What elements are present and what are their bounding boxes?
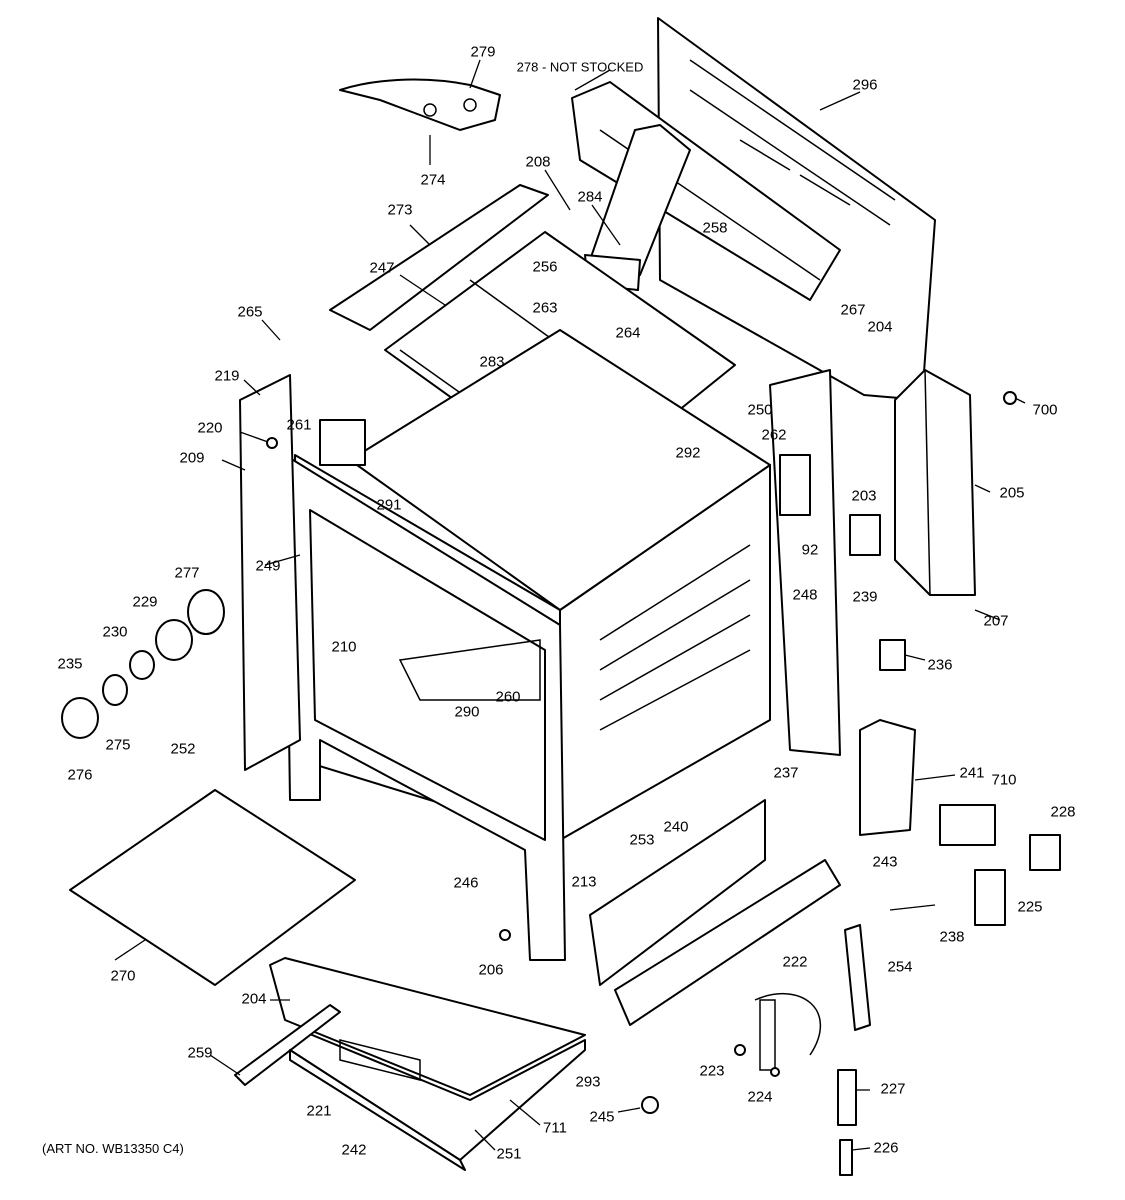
label-224: 224 [747,1088,773,1106]
label-278: 278 - NOT STOCKED [516,59,644,75]
label-209: 209 [179,449,205,467]
label-261: 261 [286,416,312,434]
label-235: 235 [57,655,83,673]
storage-drawer [269,957,586,1161]
label-249: 249 [255,557,281,575]
label-245: 245 [589,1108,615,1126]
label-262: 262 [761,426,787,444]
label-291: 291 [376,496,402,514]
bake-element [398,639,541,701]
label-276: 276 [67,766,93,784]
front-support-bracket [614,859,841,1026]
label-221: 221 [306,1102,332,1120]
label-246: 246 [453,874,479,892]
control-housing [589,799,766,986]
kick-panel [289,1049,466,1171]
rear-wrapper-panel [894,369,976,596]
door-hinge [844,924,871,1031]
label-213: 213 [571,873,597,891]
label-251: 251 [496,1145,522,1163]
label-226: 226 [873,1139,899,1157]
label-240: 240 [663,818,689,836]
label-207: 207 [983,612,1009,630]
label-204-bottom: 204 [241,990,267,1008]
label-258: 258 [702,219,728,237]
label-223: 223 [699,1062,725,1080]
label-256: 256 [532,258,558,276]
label-241: 241 [959,764,985,782]
label-283: 283 [479,353,505,371]
label-92: 92 [801,541,819,559]
label-239: 239 [852,588,878,606]
label-274: 274 [420,171,446,189]
oven-bottom-panel [69,789,356,986]
side-panel-left [239,374,301,771]
drawer-rail [234,1004,341,1086]
label-284: 284 [577,188,603,206]
label-204-top: 204 [867,318,893,336]
label-203: 203 [851,487,877,505]
label-279: 279 [470,43,496,61]
label-208: 208 [525,153,551,171]
label-293: 293 [575,1073,601,1091]
label-700: 700 [1032,401,1058,419]
label-238: 238 [939,928,965,946]
label-229: 229 [132,593,158,611]
label-263: 263 [532,299,558,317]
label-260: 260 [495,688,521,706]
top-frame [329,184,549,331]
label-248: 248 [792,586,818,604]
label-252: 252 [170,740,196,758]
label-210: 210 [331,638,357,656]
front-frame [284,454,566,961]
label-267: 267 [840,301,866,319]
label-292: 292 [675,444,701,462]
label-711: 711 [543,1119,567,1137]
label-259: 259 [187,1044,213,1062]
label-265: 265 [237,303,263,321]
side-support [859,719,916,836]
label-205: 205 [999,484,1025,502]
label-243: 243 [872,853,898,871]
hinge-receptacle [754,992,822,1071]
hinge-spring [837,1069,857,1126]
label-247: 247 [369,259,395,277]
label-206: 206 [478,961,504,979]
label-277: 277 [174,564,200,582]
label-264: 264 [615,324,641,342]
back-panel [657,17,936,401]
oven-light-assembly [61,589,225,739]
label-228: 228 [1050,803,1076,821]
small-hardware [266,391,1061,1114]
label-273: 273 [387,201,413,219]
label-236: 236 [927,656,953,674]
label-222: 222 [782,953,808,971]
leader-lines [114,59,1026,1151]
label-227: 227 [880,1080,906,1098]
art-number: (ART NO. WB13350 C4) [42,1141,184,1156]
label-270: 270 [110,967,136,985]
label-250: 250 [747,401,773,419]
label-220: 220 [197,419,223,437]
label-219: 219 [214,367,240,385]
door-lock-assembly [339,78,501,131]
label-275: 275 [105,736,131,754]
label-296: 296 [852,76,878,94]
label-254: 254 [887,958,913,976]
label-225: 225 [1017,898,1043,916]
label-242: 242 [341,1141,367,1159]
label-230: 230 [102,623,128,641]
label-253: 253 [629,831,655,849]
label-290: 290 [454,703,480,721]
label-710: 710 [991,771,1017,789]
label-237: 237 [773,764,799,782]
hinge-pin [839,1139,853,1176]
